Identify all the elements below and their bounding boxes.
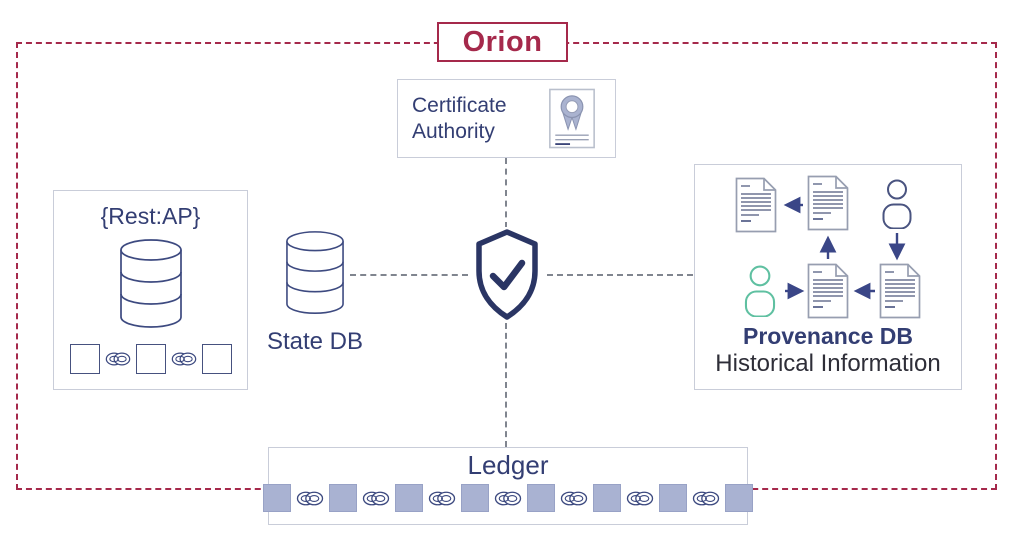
chain-link-icon [493,488,523,509]
certificate-authority-node: Certificate Authority [397,79,616,158]
rest-api-node: {Rest:AP} [53,190,248,390]
block-icon [659,484,687,512]
block-group [659,484,721,512]
rest-api-blockchain [69,344,232,374]
rest-api-label: {Rest:AP} [100,203,201,229]
block-icon [135,344,166,374]
block-icon [395,484,423,512]
chain-link-icon [625,488,655,509]
chain-link-icon [361,488,391,509]
connector-shield-to-ledger [505,323,507,447]
chain-link-icon [691,488,721,509]
block-group [527,484,589,512]
block-icon [593,484,621,512]
block-group [263,484,325,512]
ledger-node: Ledger [263,447,753,525]
connector-statedb-to-shield [350,274,468,276]
connector-shield-to-provenance [547,274,693,276]
chain-link-icon [104,349,132,369]
block-icon [69,344,100,374]
block-group [395,484,457,512]
database-icon [119,238,183,330]
connector-ca-to-shield [505,158,507,228]
chain-link-icon [295,488,325,509]
block-group [135,344,198,374]
state-db-label: State DB [266,328,364,355]
shield-check-icon [471,227,543,323]
block-icon [329,484,357,512]
chain-link-icon [170,349,198,369]
chain-link-icon [427,488,457,509]
ledger-label: Ledger [467,450,549,480]
block-icon [263,484,291,512]
provenance-flow-arrows [783,196,906,300]
block-icon [201,344,232,374]
block-group [461,484,523,512]
block-icon [461,484,489,512]
database-icon [284,230,346,316]
security-shield [471,227,543,323]
diagram-title: Orion [462,25,543,58]
block-icon [527,484,555,512]
certificate-authority-label: Certificate Authority [412,93,507,143]
block-group [201,344,232,374]
block-group [593,484,655,512]
ledger-blockchain [263,484,753,512]
block-group [725,484,753,512]
block-group [69,344,132,374]
certificate-icon [548,88,596,149]
block-icon [725,484,753,512]
provenance-db-label: Provenance DB [742,323,913,349]
provenance-db-node: Provenance DB Historical Information [694,164,962,390]
state-db-node: State DB [250,230,380,356]
block-group [329,484,391,512]
historical-information-label: Historical Information [715,350,941,377]
diagram-title-box: Orion [437,22,568,62]
chain-link-icon [559,488,589,509]
